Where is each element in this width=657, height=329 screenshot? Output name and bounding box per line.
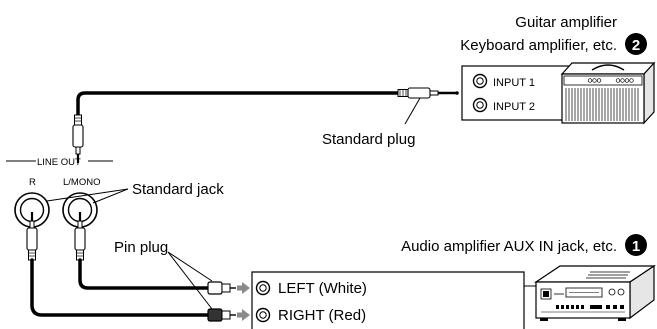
cable-right xyxy=(30,258,212,317)
jack-l-mono-label: L/MONO xyxy=(63,177,100,188)
cable-left xyxy=(78,258,212,290)
arrow-right-icon-red xyxy=(237,309,250,321)
right-input-jack-icon xyxy=(255,307,271,323)
input-2-label: INPUT 2 xyxy=(493,101,535,113)
standard-plug-r-icon xyxy=(26,212,38,261)
pin-plug-white-icon xyxy=(207,281,236,295)
jack-r-label: R xyxy=(29,177,36,188)
marker-1-number: 1 xyxy=(632,238,640,255)
marker-1-badge: 1 xyxy=(625,234,647,256)
standard-plug-label: Standard plug xyxy=(322,131,415,148)
jack-r-icon xyxy=(14,192,50,228)
marker-2-badge: 2 xyxy=(625,33,647,55)
line-out-label: LINE OUT xyxy=(37,157,81,168)
marker-1-circle xyxy=(625,234,647,256)
input-1-label: INPUT 1 xyxy=(493,77,535,89)
aux-input-panel xyxy=(251,271,525,329)
pin-plug-label: Pin plug xyxy=(114,239,168,256)
input-2-jack-icon xyxy=(472,97,488,113)
right-red-label: RIGHT (Red) xyxy=(278,307,366,324)
guitar-amp-label: Guitar amplifier xyxy=(515,14,617,31)
standard-plug-amp-icon xyxy=(397,87,459,99)
standard-jack-label: Standard jack xyxy=(132,181,224,198)
left-white-label: LEFT (White) xyxy=(278,280,367,297)
left-input-jack-icon xyxy=(255,280,271,296)
top-cable xyxy=(76,91,402,119)
audio-amp-label: Audio amplifier AUX IN jack, etc. xyxy=(401,238,617,255)
arrow-right-icon-white xyxy=(237,282,250,294)
marker-2-circle xyxy=(625,33,647,55)
marker-2-number: 2 xyxy=(632,37,640,54)
audio-amp-icon xyxy=(534,264,656,321)
pin-plug-red-icon xyxy=(207,308,236,322)
standard-plug-lineout-icon xyxy=(72,114,84,163)
input-1-jack-icon xyxy=(472,73,488,89)
guitar-amp-icon xyxy=(560,61,656,125)
keyboard-amp-label: Keyboard amplifier, etc. xyxy=(460,37,617,54)
